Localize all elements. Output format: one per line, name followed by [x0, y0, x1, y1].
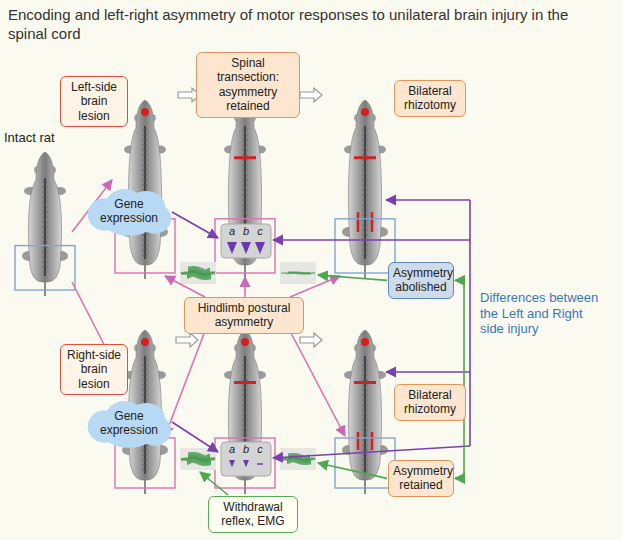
procedure-callout: Bilateral rhizotomy [394, 80, 466, 117]
node-text: Asymmetry retained [393, 464, 449, 493]
arrow-line [273, 239, 470, 241]
arrow-line [386, 371, 470, 373]
gene-panel [221, 442, 271, 476]
rat-figure [335, 100, 395, 279]
comparison-connector [455, 280, 464, 478]
hindlimb-frame [15, 246, 75, 290]
hindlimb-frame [335, 219, 395, 273]
arrow-line [318, 275, 387, 280]
gene-label: c [254, 443, 266, 456]
label-text: Differences between the Left and Right s… [480, 290, 598, 336]
label-text: b [243, 225, 249, 237]
procedure-callout: Spinal transection: asymmetry retained [196, 52, 300, 118]
label-text: Intact rat [4, 130, 55, 145]
gene-expression-cloud: Gene expression [86, 186, 172, 237]
procedure-callout: Bilateral rhizotomy [394, 384, 466, 421]
arrow-line [165, 331, 205, 436]
expression-triangle [243, 460, 249, 467]
result-box: Hindlimb postural asymmetry [184, 297, 304, 334]
gene-label: c [254, 225, 266, 238]
arrow-line [290, 331, 345, 436]
node-text: Bilateral rhizotomy [399, 388, 461, 417]
gene-label: b [240, 225, 252, 238]
gene-label: b [240, 443, 252, 456]
emg-trace [280, 448, 316, 470]
node-text: Gene expression [94, 409, 164, 438]
hindlimb-frame [335, 438, 395, 488]
label-text: a [229, 225, 235, 237]
rat-figure [215, 330, 275, 494]
label-text: a [229, 443, 235, 455]
emg-trace [180, 448, 216, 470]
node-text: Left-side brain lesion [65, 80, 123, 123]
diagram-title: Encoding and left-right asymmetry of mot… [8, 6, 608, 44]
node-text: Withdrawal reflex, EMG [213, 500, 293, 529]
node-text: Asymmetry abolished [393, 266, 449, 295]
result-box: Asymmetry abolished [388, 262, 454, 299]
hindlimb-frame [215, 219, 275, 273]
node-text: Right-side brain lesion [65, 348, 123, 391]
node-text: Bilateral rhizotomy [399, 84, 461, 113]
gene-label: a [226, 225, 238, 238]
lesion-callout: Left-side brain lesion [60, 76, 128, 127]
method-box: Withdrawal reflex, EMG [208, 496, 298, 533]
arrow-line [172, 212, 218, 238]
arrow-line [244, 277, 246, 297]
expression-triangle [229, 460, 235, 467]
gene-label: a [226, 443, 238, 456]
arrow-line [386, 199, 470, 201]
gene-panel [221, 224, 271, 258]
emg-trace [280, 262, 316, 284]
arrow-line [165, 276, 205, 297]
expression-triangle [255, 242, 265, 254]
label-text: c [257, 225, 263, 237]
arrow-line [273, 446, 470, 458]
expression-triangle [227, 242, 237, 254]
gene-expression-cloud: Gene expression [86, 398, 172, 449]
progression-arrow [300, 88, 322, 102]
label-text: c [257, 443, 263, 455]
node-text: Spinal transection: asymmetry retained [201, 56, 295, 114]
hindlimb-frame [215, 438, 275, 488]
arrow-line [200, 472, 228, 495]
expression-dash [257, 463, 263, 465]
lesion-callout: Right-side brain lesion [60, 344, 128, 395]
rat-figure [215, 100, 275, 279]
node-text: Hindlimb postural asymmetry [189, 301, 299, 330]
progression-arrow [300, 333, 322, 347]
expression-triangle [241, 242, 251, 254]
node-text: Gene expression [94, 197, 164, 226]
result-box: Asymmetry retained [388, 460, 454, 497]
rat-figure [15, 152, 75, 296]
label-text: b [243, 443, 249, 455]
progression-arrow [176, 333, 198, 347]
figure-label: Intact rat [4, 130, 76, 146]
arrow-line [290, 276, 340, 297]
emg-trace [180, 262, 216, 284]
arrow-line [318, 463, 387, 478]
annotation-text: Differences between the Left and Right s… [480, 290, 600, 337]
arrow-line [172, 422, 218, 452]
